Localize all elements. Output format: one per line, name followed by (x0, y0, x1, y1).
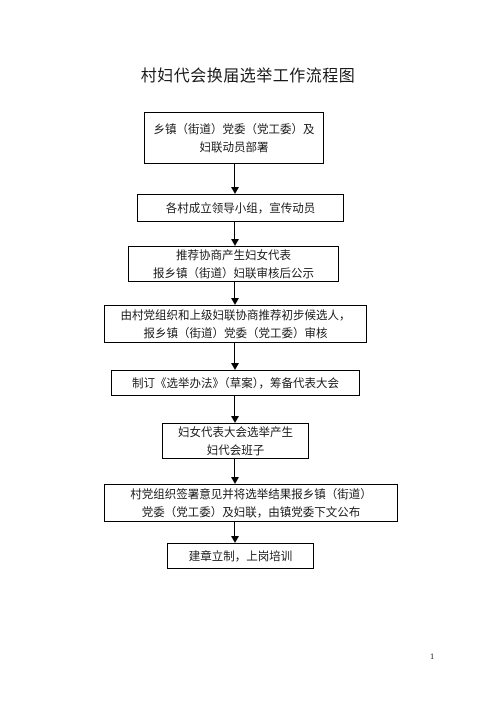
flow-step-8-line1: 建章立制，上岗培训 (188, 549, 293, 563)
flow-step-7: 村党组织签署意见并将选举结果报乡镇（街道） 党委（党工委）及妇联，由镇党委下文公… (104, 484, 398, 522)
flow-step-1-line2: 妇联动员部署 (199, 140, 269, 154)
flow-arrow-7 (231, 522, 239, 543)
flow-step-4-line1: 由村党组织和上级妇联协商推荐初步候选人， (120, 308, 351, 322)
flow-arrow-1 (231, 164, 239, 194)
flow-arrow-6 (231, 459, 239, 484)
flow-step-7-line1: 村党组织签署意见并将选举结果报乡镇（街道） (130, 487, 372, 501)
flow-step-8: 建章立制，上岗培训 (167, 543, 314, 569)
flow-step-4-line2: 报乡镇（街道）党委（党工委）审核 (143, 326, 328, 340)
flow-step-1-line1: 乡镇（街道）党委（党工委）及 (153, 122, 315, 136)
flow-step-6-line2: 妇代会班子 (206, 443, 265, 457)
flow-step-6: 妇女代表大会选举产生 妇代会班子 (162, 423, 309, 459)
flow-arrow-2 (231, 222, 239, 246)
flow-step-5-line1: 制订《选举办法》（草案），筹备代表大会 (132, 376, 339, 390)
flow-step-5: 制订《选举办法》（草案），筹备代表大会 (111, 370, 360, 396)
flow-arrow-4 (231, 343, 239, 370)
flow-step-3-line2: 报乡镇（街道）妇联审核后公示 (153, 266, 314, 280)
flow-step-2-line1: 各村成立领导小组，宣传动员 (165, 201, 316, 215)
flow-arrow-3 (231, 282, 239, 305)
flow-step-3-line1: 推荐协商产生妇女代表 (176, 248, 291, 262)
page-title: 村妇代会换届选举工作流程图 (140, 66, 356, 85)
flow-step-6-line1: 妇女代表大会选举产生 (178, 425, 293, 439)
flow-arrow-5 (231, 396, 239, 423)
page-number: 1 (430, 653, 435, 661)
flow-step-4: 由村党组织和上级妇联协商推荐初步候选人， 报乡镇（街道）党委（党工委）审核 (104, 305, 367, 343)
flow-step-3: 推荐协商产生妇女代表 报乡镇（街道）妇联审核后公示 (128, 246, 339, 282)
flow-step-1: 乡镇（街道）党委（党工委）及 妇联动员部署 (144, 112, 324, 164)
flow-step-7-line2: 党委（党工委）及妇联，由镇党委下文公布 (141, 505, 361, 519)
flow-step-2: 各村成立领导小组，宣传动员 (137, 194, 344, 222)
